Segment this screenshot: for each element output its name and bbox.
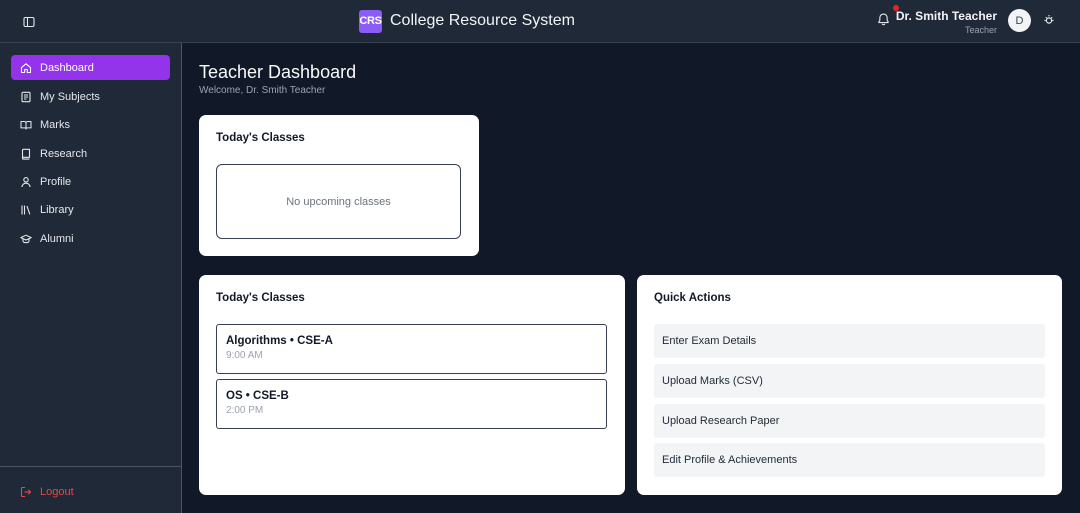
sidebar-item-my-subjects[interactable]: My Subjects <box>11 84 170 109</box>
user-role: Teacher <box>964 25 997 35</box>
logout-label: Logout <box>40 486 74 498</box>
sidebar-divider <box>0 466 181 467</box>
notebook-icon <box>20 91 32 103</box>
theme-toggle-button[interactable] <box>1042 13 1057 28</box>
theme-toggle-icon <box>1044 15 1054 24</box>
graduation-cap-icon <box>20 233 32 245</box>
sidebar-item-label: Profile <box>40 175 72 188</box>
sidebar-item-label: Marks <box>40 118 70 131</box>
class-name: Algorithms • CSE-A <box>226 335 333 347</box>
todays-classes-card: Today's Classes Algorithms • CSE-A 9:00 … <box>199 275 625 495</box>
empty-state: No upcoming classes <box>216 164 461 239</box>
user-name: Dr. Smith Teacher <box>895 9 997 23</box>
book-icon <box>20 148 32 160</box>
todays-classes-empty-card: Today's Classes No upcoming classes <box>199 115 479 256</box>
sidebar-toggle-icon <box>22 16 35 27</box>
sidebar-item-library[interactable]: Library <box>11 197 170 222</box>
sidebar-item-profile[interactable]: Profile <box>11 169 170 194</box>
sidebar-item-label: Research <box>40 147 88 160</box>
bell-icon <box>878 13 889 26</box>
brand-logo: CRS <box>359 9 382 33</box>
sidebar-item-research[interactable]: Research <box>11 141 170 166</box>
card-title: Today's Classes <box>216 292 305 304</box>
sidebar: Dashboard My Subjects Marks Research Pro… <box>0 43 182 513</box>
notifications-button[interactable] <box>876 12 892 28</box>
quick-actions-card: Quick Actions Enter Exam Details Upload … <box>637 275 1062 495</box>
sidebar-item-label: Alumni <box>40 232 74 245</box>
top-header: CRS College Resource System Dr. Smith Te… <box>0 0 1080 43</box>
sidebar-item-label: My Subjects <box>40 90 100 103</box>
sidebar-toggle-button[interactable] <box>20 13 37 30</box>
upload-marks-button[interactable]: Upload Marks (CSV) <box>654 364 1045 398</box>
class-item[interactable]: OS • CSE-B 2:00 PM <box>216 379 607 429</box>
sidebar-item-dashboard[interactable]: Dashboard <box>11 55 170 80</box>
app-title: College Resource System <box>390 12 575 29</box>
sidebar-item-marks[interactable]: Marks <box>11 112 170 137</box>
page-title: Teacher Dashboard <box>199 62 357 82</box>
logout-icon <box>20 486 32 498</box>
logout-button[interactable]: Logout <box>20 484 74 500</box>
user-icon <box>20 176 32 188</box>
notification-badge <box>893 5 899 11</box>
class-time: 9:00 AM <box>226 350 263 361</box>
library-icon <box>20 204 32 216</box>
card-title: Today's Classes <box>216 132 305 144</box>
class-time: 2:00 PM <box>226 405 264 416</box>
sidebar-item-alumni[interactable]: Alumni <box>11 226 170 251</box>
open-book-icon <box>20 119 32 131</box>
class-item[interactable]: Algorithms • CSE-A 9:00 AM <box>216 324 607 374</box>
avatar[interactable]: D <box>1008 9 1031 32</box>
home-icon <box>20 62 32 74</box>
page-subtitle: Welcome, Dr. Smith Teacher <box>199 85 326 96</box>
class-name: OS • CSE-B <box>226 390 289 402</box>
sidebar-item-label: Dashboard <box>40 61 94 74</box>
edit-profile-button[interactable]: Edit Profile & Achievements <box>654 443 1045 477</box>
card-title: Quick Actions <box>654 292 731 304</box>
brand[interactable]: CRS College Resource System <box>359 9 575 33</box>
sidebar-item-label: Library <box>40 203 74 216</box>
upload-research-paper-button[interactable]: Upload Research Paper <box>654 404 1045 438</box>
enter-exam-details-button[interactable]: Enter Exam Details <box>654 324 1045 358</box>
